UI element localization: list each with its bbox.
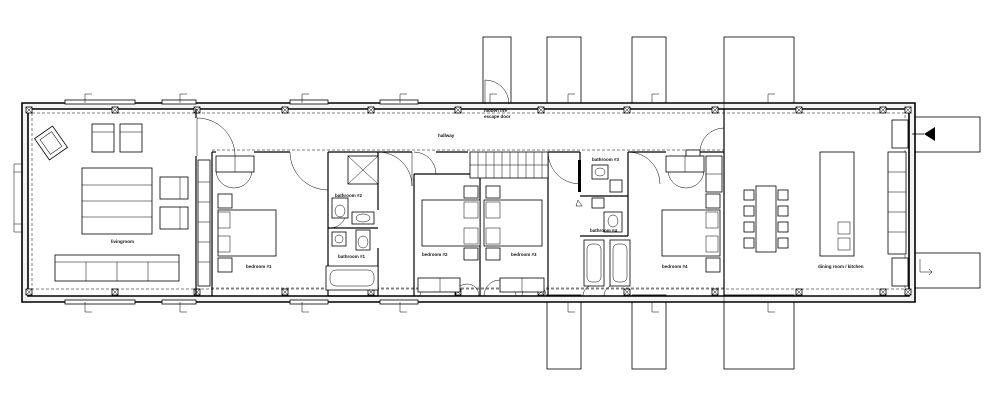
livingroom-label: livingroom xyxy=(111,239,134,244)
hallway-label: hallway xyxy=(438,133,455,138)
bedroom-4-label: bedroom #4 xyxy=(662,264,688,269)
bathroom-2-label: bathroom #2 xyxy=(335,193,363,198)
bathroom-1-fixtures xyxy=(325,229,379,291)
bedroom-3-label: bedroom #3 xyxy=(511,252,537,257)
bathrooms-3-4-fixtures xyxy=(575,160,631,287)
dining-kitchen-label: dining room / kitchen xyxy=(818,264,864,269)
room-labels: livingroom hallway hidden fire escape do… xyxy=(111,108,864,269)
bedroom-1-label: bedroom #1 xyxy=(246,264,272,269)
bathroom-4-label: bathroom #4 xyxy=(590,228,618,233)
bedroom-2-label: bedroom #2 xyxy=(422,252,448,257)
bedroom-1-furniture xyxy=(215,155,277,273)
window-markers xyxy=(64,93,933,313)
bathroom-2-fixtures xyxy=(331,155,379,225)
dining-kitchen-furniture xyxy=(743,119,935,287)
bathroom-1-label: bathroom #1 xyxy=(338,254,366,259)
staircase xyxy=(469,151,549,179)
storage-note-line2: escape door xyxy=(484,114,511,119)
storage-note-line1: hidden fire xyxy=(484,108,507,113)
bedrooms-2-3-furniture xyxy=(417,185,545,293)
bedroom-4-furniture xyxy=(661,149,723,273)
bathroom-3-label: bathroom #3 xyxy=(592,157,620,162)
living-room-furniture xyxy=(33,123,211,287)
